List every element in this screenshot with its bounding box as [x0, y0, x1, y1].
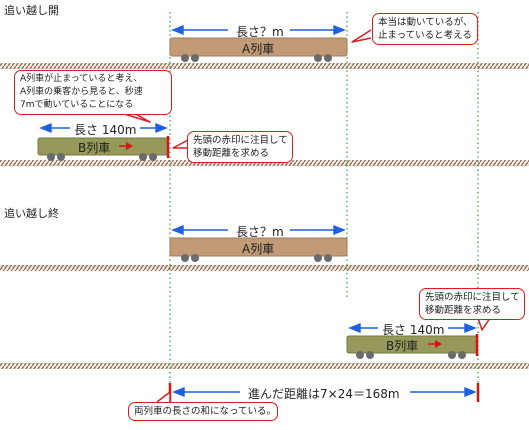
train-b-length-label-1: 長さ 140m: [74, 123, 137, 137]
callout-sum-of-lengths: 両列車の長さの和になっている。: [128, 402, 278, 421]
train-a-start: [169, 37, 348, 62]
distance-label: 進んだ距離は7×24＝168m: [246, 385, 402, 402]
train-b-name-2: B列車: [386, 339, 419, 353]
train-a-end: [169, 237, 348, 262]
train-b-start: [37, 136, 170, 161]
track-4: [0, 363, 529, 369]
train-a-length-label-2: 長さ？m: [236, 225, 284, 239]
callout-red-mark-1: 先頭の赤印に注目して 移動距離を求める: [187, 131, 293, 163]
track-2: [0, 160, 529, 166]
track-1: [0, 63, 529, 69]
train-a-name-1: A列車: [242, 42, 275, 56]
train-b-end: [346, 334, 479, 359]
section-end-label: 追い越し終: [4, 207, 59, 220]
track-3: [0, 265, 529, 271]
callout-passenger-view: A列車が止まっていると考え、 A列車の乗客から見ると、秒速 7mで動いていること…: [14, 70, 172, 115]
train-a-name-2: A列車: [242, 242, 275, 256]
callout-actually-moving: 本当は動いているが、 止まっていると考える: [372, 13, 478, 45]
train-b-name-1: B列車: [78, 141, 111, 155]
section-start-label: 追い越し開: [4, 4, 59, 17]
train-b-length-label-2: 長さ 140m: [382, 323, 445, 337]
callout-red-mark-2: 先頭の赤印に注目して 移動距離を求める: [419, 288, 525, 320]
train-a-length-label-1: 長さ？m: [236, 25, 284, 39]
